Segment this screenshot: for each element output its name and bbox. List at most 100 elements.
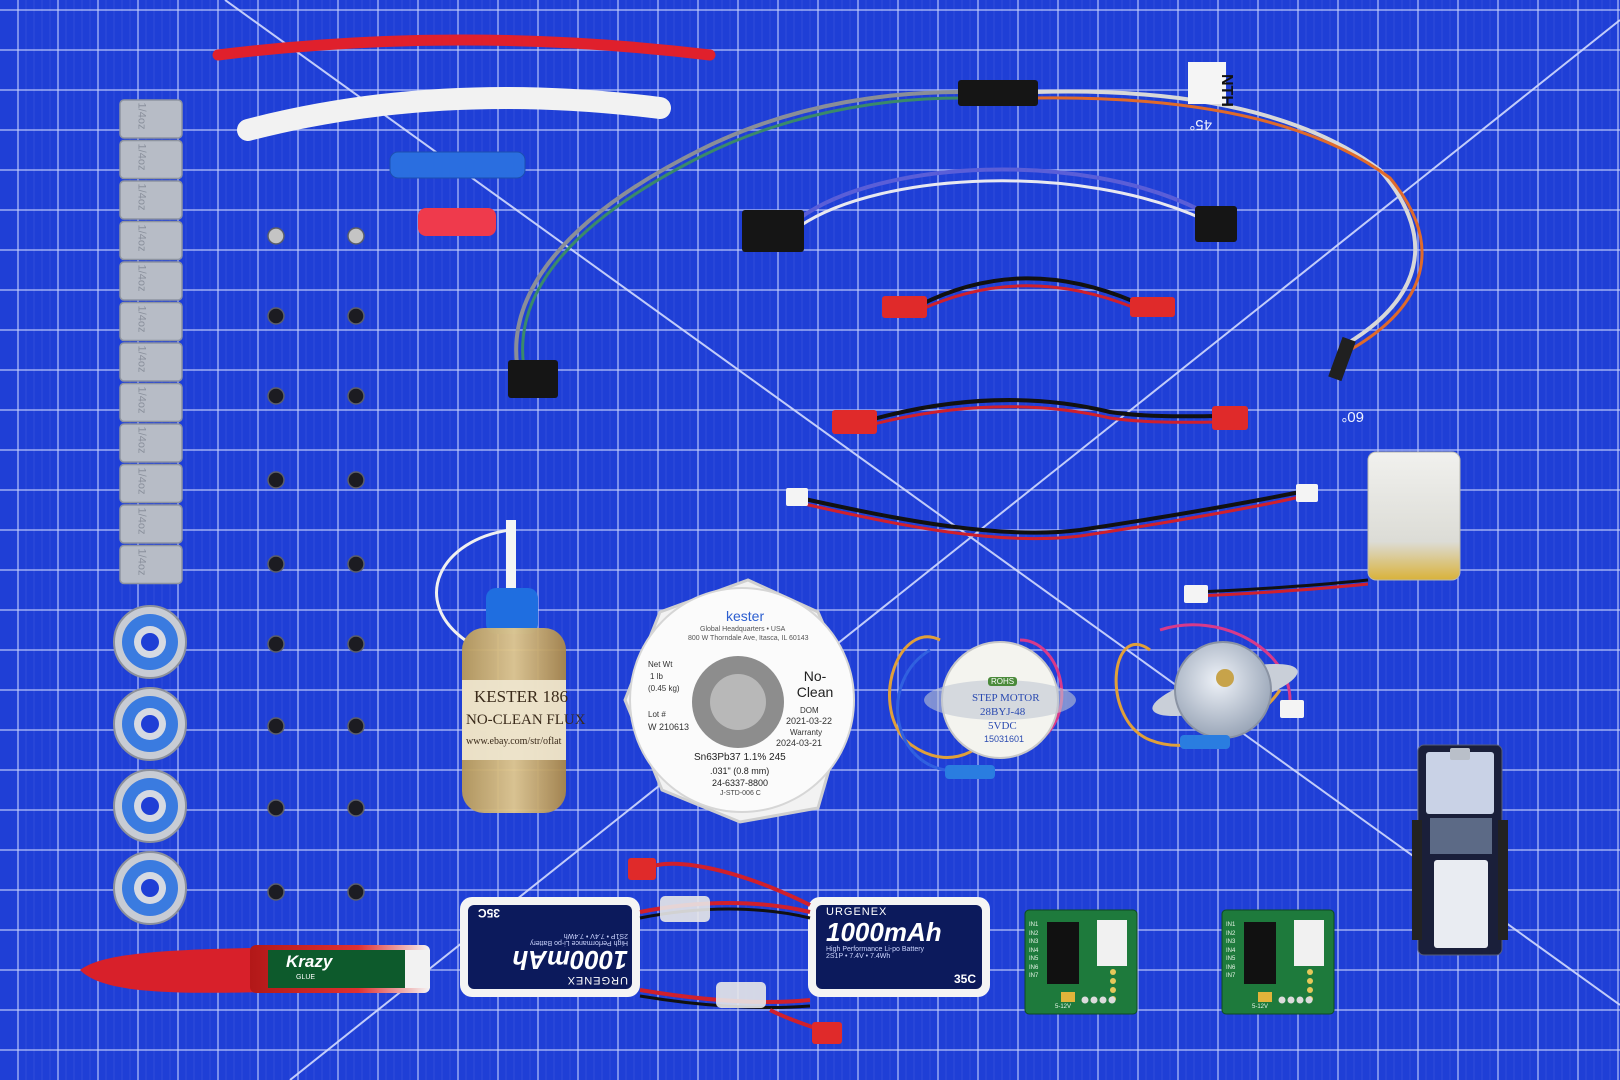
battery-right-capacity: 1000mAh (826, 917, 942, 947)
jst-cables (786, 276, 1318, 541)
set-screw (267, 387, 285, 405)
lipo-battery-right (808, 897, 990, 997)
wheel-weight (119, 139, 183, 180)
wheel-weight (119, 544, 183, 585)
stepper-label-line1: STEP MOTOR (972, 692, 1040, 704)
flux-bottle-cap (486, 588, 538, 634)
wheel-weight-label: 1/4oz (135, 507, 148, 535)
spool-lot-number: W 210613 (648, 722, 690, 732)
set-screw (347, 799, 365, 817)
white-heat-shrink (237, 86, 671, 141)
mcu-radio-module (1434, 860, 1488, 948)
set-screw (267, 471, 285, 489)
heat-shrink-tubes (212, 34, 716, 236)
tape-tag (1188, 62, 1226, 104)
flux-label-line3: www.ebay.com/str/oflat (466, 736, 562, 747)
spool-warranty: 2024-03-21 (776, 738, 823, 748)
stepper-model: 28BYJ-48 (980, 706, 1026, 718)
krazy-glue-tube (80, 945, 430, 993)
driver-pin-label: IN2 (1029, 930, 1039, 937)
battery-right-spec: 2S1P • 7.4V • 7.4Wh (826, 953, 891, 960)
stepper-serial: 15031601 (984, 734, 1025, 744)
spool-standard: J-STD-006 C (720, 790, 761, 797)
spool-no-clean: No-Clean (796, 668, 834, 700)
wheel-weight (119, 463, 183, 504)
driver-voltage-label: 5-12V (1252, 1004, 1269, 1010)
battery-right-label (816, 905, 982, 989)
glue-label (268, 950, 408, 988)
set-screws (267, 227, 365, 901)
driver-pin-label: IN5 (1226, 956, 1236, 962)
driver-connector (1097, 920, 1127, 966)
driver-pin-label: IN4 (1029, 947, 1039, 954)
driver-pin-label: IN4 (1226, 947, 1236, 954)
battery-right-text: URGENEX 1000mAh High Performance Li-po B… (826, 906, 976, 986)
set-screw (347, 883, 365, 901)
short-jumper-wire (742, 167, 1237, 252)
wheel-weight-label: 1/4oz (135, 305, 148, 332)
set-screw (347, 471, 365, 489)
battery-right-sub: High Performance Li-po Battery (826, 946, 925, 953)
battery-left-brand: URGENEX (566, 974, 628, 986)
set-screw (267, 635, 285, 653)
wheel-weight (119, 423, 183, 463)
spool-brand: kester (726, 608, 765, 624)
driver-ic (1047, 922, 1079, 984)
wheel-weight (119, 99, 183, 139)
spool-address: 800 W Thorndale Ave, Itasca, IL 60143 (688, 635, 809, 642)
wheel-weight-label: 1/4oz (135, 426, 148, 454)
set-screw (267, 717, 285, 735)
wheel-weight (119, 301, 183, 342)
driver-pin-label: IN5 (1029, 956, 1039, 962)
battery-leads (628, 858, 842, 1044)
driver-pin-label: IN6 (1029, 964, 1039, 971)
spool-alloy: Sn63Pb37 1.1% 245 (694, 752, 786, 763)
set-screw (347, 555, 365, 573)
dupont-header-middle (958, 80, 1038, 106)
wheel-weight-label: 1/4oz (135, 548, 148, 575)
wheel-weight-label: 1/4oz (135, 224, 148, 251)
wheel-weight (119, 261, 183, 301)
set-screw (267, 555, 285, 573)
driver-pin-label: IN6 (1226, 964, 1236, 971)
small-lipo-cell (1184, 451, 1461, 603)
set-screw (267, 883, 285, 901)
dupont-end-left (508, 360, 558, 398)
battery-left-text: URGENEX 1000mAh High Performance Li-po B… (478, 906, 628, 986)
wheel-weight-strip (119, 99, 183, 585)
lipo-cell-body (1367, 451, 1461, 581)
driver-pin-label: IN7 (1029, 973, 1039, 979)
set-screw (347, 635, 365, 653)
driver-pin-label: IN1 (1029, 922, 1039, 928)
set-screw (347, 227, 365, 245)
driver-ic (1244, 922, 1276, 984)
battery-right-rating: 35C (953, 972, 976, 986)
battery-left-spec: 2S1P • 7.4V • 7.4Wh (563, 932, 628, 939)
set-screw (347, 387, 365, 405)
driver-connector (1294, 920, 1324, 966)
set-screw (347, 307, 365, 325)
battery-left-capacity: 1000mAh (512, 945, 628, 975)
wheel-weight (119, 342, 183, 382)
spool-diameter: .031" (0.8 mm) (710, 766, 770, 776)
battery-right-brand: URGENEX (826, 906, 888, 918)
wheel-weight-label: 1/4oz (135, 386, 148, 413)
spool-lot-label: Lot # (648, 710, 666, 719)
microcontroller-board (1412, 744, 1508, 956)
ball-bearings (113, 605, 187, 925)
flux-label-line2: NO-CLEAN FLUX (466, 712, 586, 728)
glue-brand: Krazy (286, 952, 333, 971)
set-screw (267, 799, 285, 817)
battery-left-rating: 35C (478, 906, 501, 920)
tape-tag-text: NTH (1218, 74, 1235, 107)
spool-net-wt-label: Net Wt (648, 660, 673, 669)
wheel-weight (119, 180, 183, 220)
wheel-weight-label: 1/4oz (135, 102, 148, 130)
battery-left-sub: High Performance Li-po Battery (529, 939, 628, 946)
stepper-rohs-badge: ROHS (988, 677, 1018, 686)
blue-heat-shrink (389, 151, 526, 179)
stepper-voltage: 5VDC (988, 720, 1017, 732)
